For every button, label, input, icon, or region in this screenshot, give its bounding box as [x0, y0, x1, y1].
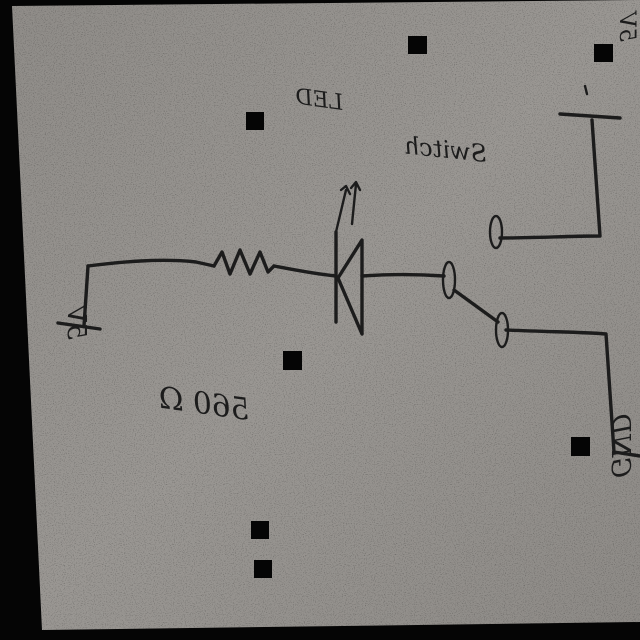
switch-symbol — [441, 260, 510, 349]
marker-square — [254, 560, 272, 578]
led-symbol — [334, 180, 364, 336]
wire-led-switch — [360, 272, 446, 278]
marker-square — [408, 36, 427, 54]
label-voltage-left: 5V — [61, 302, 91, 340]
marker-square — [283, 351, 302, 370]
left-terminal — [56, 264, 102, 331]
marker-squares — [246, 36, 613, 578]
label-voltage-top: 5V — [614, 10, 639, 42]
top-supply-branch — [488, 84, 622, 250]
paper-grain — [12, 0, 640, 630]
marker-square — [246, 112, 264, 130]
label-ground: GND — [605, 413, 635, 478]
wire-left — [86, 258, 216, 268]
resistor-symbol — [212, 248, 276, 276]
marker-square — [251, 521, 269, 539]
marker-square — [571, 437, 590, 456]
marker-square — [594, 44, 613, 62]
wire-switch-ground — [504, 328, 640, 458]
wire-resistor-led — [272, 264, 338, 278]
